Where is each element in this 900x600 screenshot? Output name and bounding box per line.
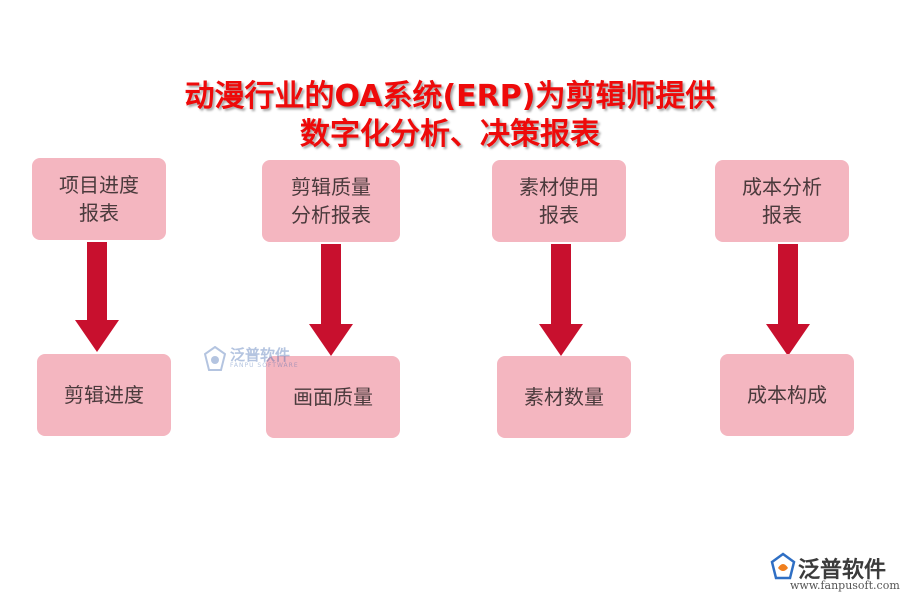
diagram-title-line2: 数字化分析、决策报表 (300, 117, 600, 152)
arrow-down-icon (539, 244, 583, 356)
box-top-1-label: 项目进度 报表 (59, 173, 139, 225)
box-bottom-1: 剪辑进度 (37, 354, 171, 436)
box-bottom-3: 素材数量 (497, 356, 631, 438)
box-top-4-label: 成本分析 报表 (742, 175, 822, 227)
arrow-down-icon (309, 244, 353, 356)
box-bottom-2-label: 画面质量 (293, 385, 373, 409)
box-top-1: 项目进度 报表 (32, 158, 166, 240)
box-bottom-1-label: 剪辑进度 (64, 383, 144, 407)
box-bottom-4: 成本构成 (720, 354, 854, 436)
box-top-3: 素材使用 报表 (492, 160, 626, 242)
arrow-down-icon (75, 242, 119, 352)
brand-logo-name: 泛普软件 (798, 558, 887, 583)
box-top-4: 成本分析 报表 (715, 160, 849, 242)
watermark-sub: FANPU SOFTWARE (230, 362, 299, 369)
watermark: 泛普软件 FANPU SOFTWARE (204, 344, 300, 374)
box-top-2-label: 剪辑质量 分析报表 (291, 175, 371, 227)
watermark-name: 泛普软件 (230, 346, 291, 364)
watermark-logo-icon (204, 346, 226, 371)
brand-logo: 泛普软件 www.fanpusoft.com (770, 550, 900, 596)
arrow-down-icon (766, 244, 810, 356)
box-bottom-2: 画面质量 (266, 356, 400, 438)
box-bottom-3-label: 素材数量 (524, 385, 604, 409)
brand-logo-icon (770, 552, 796, 580)
diagram-title-line1: 动漫行业的OA系统(ERP)为剪辑师提供 (184, 79, 716, 114)
brand-logo-url: www.fanpusoft.com (790, 579, 900, 592)
box-top-3-label: 素材使用 报表 (519, 175, 599, 227)
box-top-2: 剪辑质量 分析报表 (262, 160, 400, 242)
box-bottom-4-label: 成本构成 (747, 383, 827, 407)
